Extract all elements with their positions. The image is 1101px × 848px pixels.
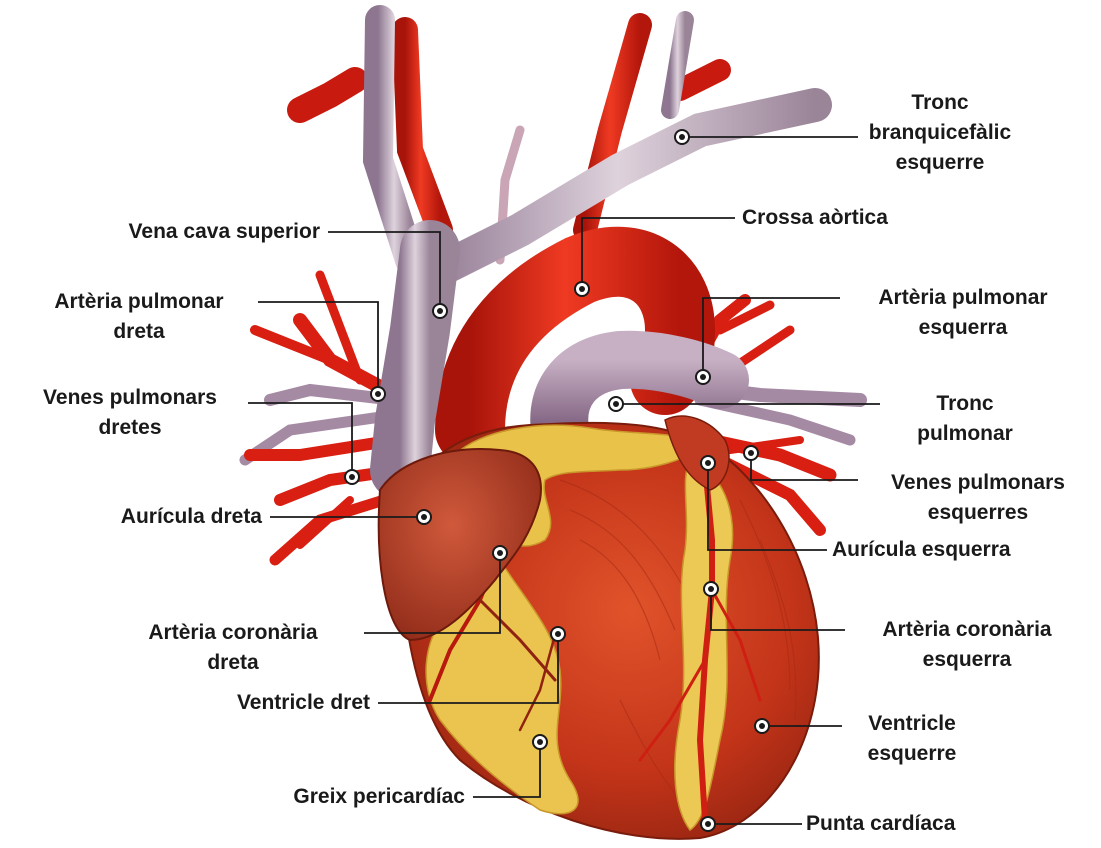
label-punta-cardiaca: Punta cardíaca [806, 809, 1026, 839]
label-greix-pericardiac: Greix pericardíac [200, 782, 465, 812]
label-arteria-pulmonar-dreta: Artèria pulmonar dreta [24, 287, 254, 347]
superior-vena-cava [400, 250, 430, 470]
label-venes-pulmonars-dretes: Venes pulmonars dretes [10, 383, 250, 443]
label-arteria-coronaria-dreta: Artèria coronària dreta [108, 618, 358, 678]
label-ventricle-esquerre: Ventricle esquerre [842, 709, 982, 769]
label-arteria-pulmonar-esquerra: Artèria pulmonar esquerra [843, 283, 1083, 343]
label-tronc-pulmonar: Tronc pulmonar [880, 389, 1050, 449]
label-venes-pulmonars-esquerres: Venes pulmonars esquerres [858, 468, 1098, 528]
label-crossa-aortica: Crossa aòrtica [742, 203, 962, 233]
label-ventricle-dret: Ventricle dret [120, 688, 370, 718]
leader-venes-pulmonars-dretes [248, 403, 352, 477]
label-tronc-branquicefalic: Tronc branquicefàlic esquerre [860, 88, 1020, 178]
label-auricula-esquerra: Aurícula esquerra [832, 535, 1092, 565]
label-vena-cava-superior: Vena cava superior [40, 217, 320, 247]
label-arteria-coronaria-esquerra: Artèria coronària esquerra [842, 615, 1092, 675]
label-auricula-dreta: Aurícula dreta [40, 502, 262, 532]
